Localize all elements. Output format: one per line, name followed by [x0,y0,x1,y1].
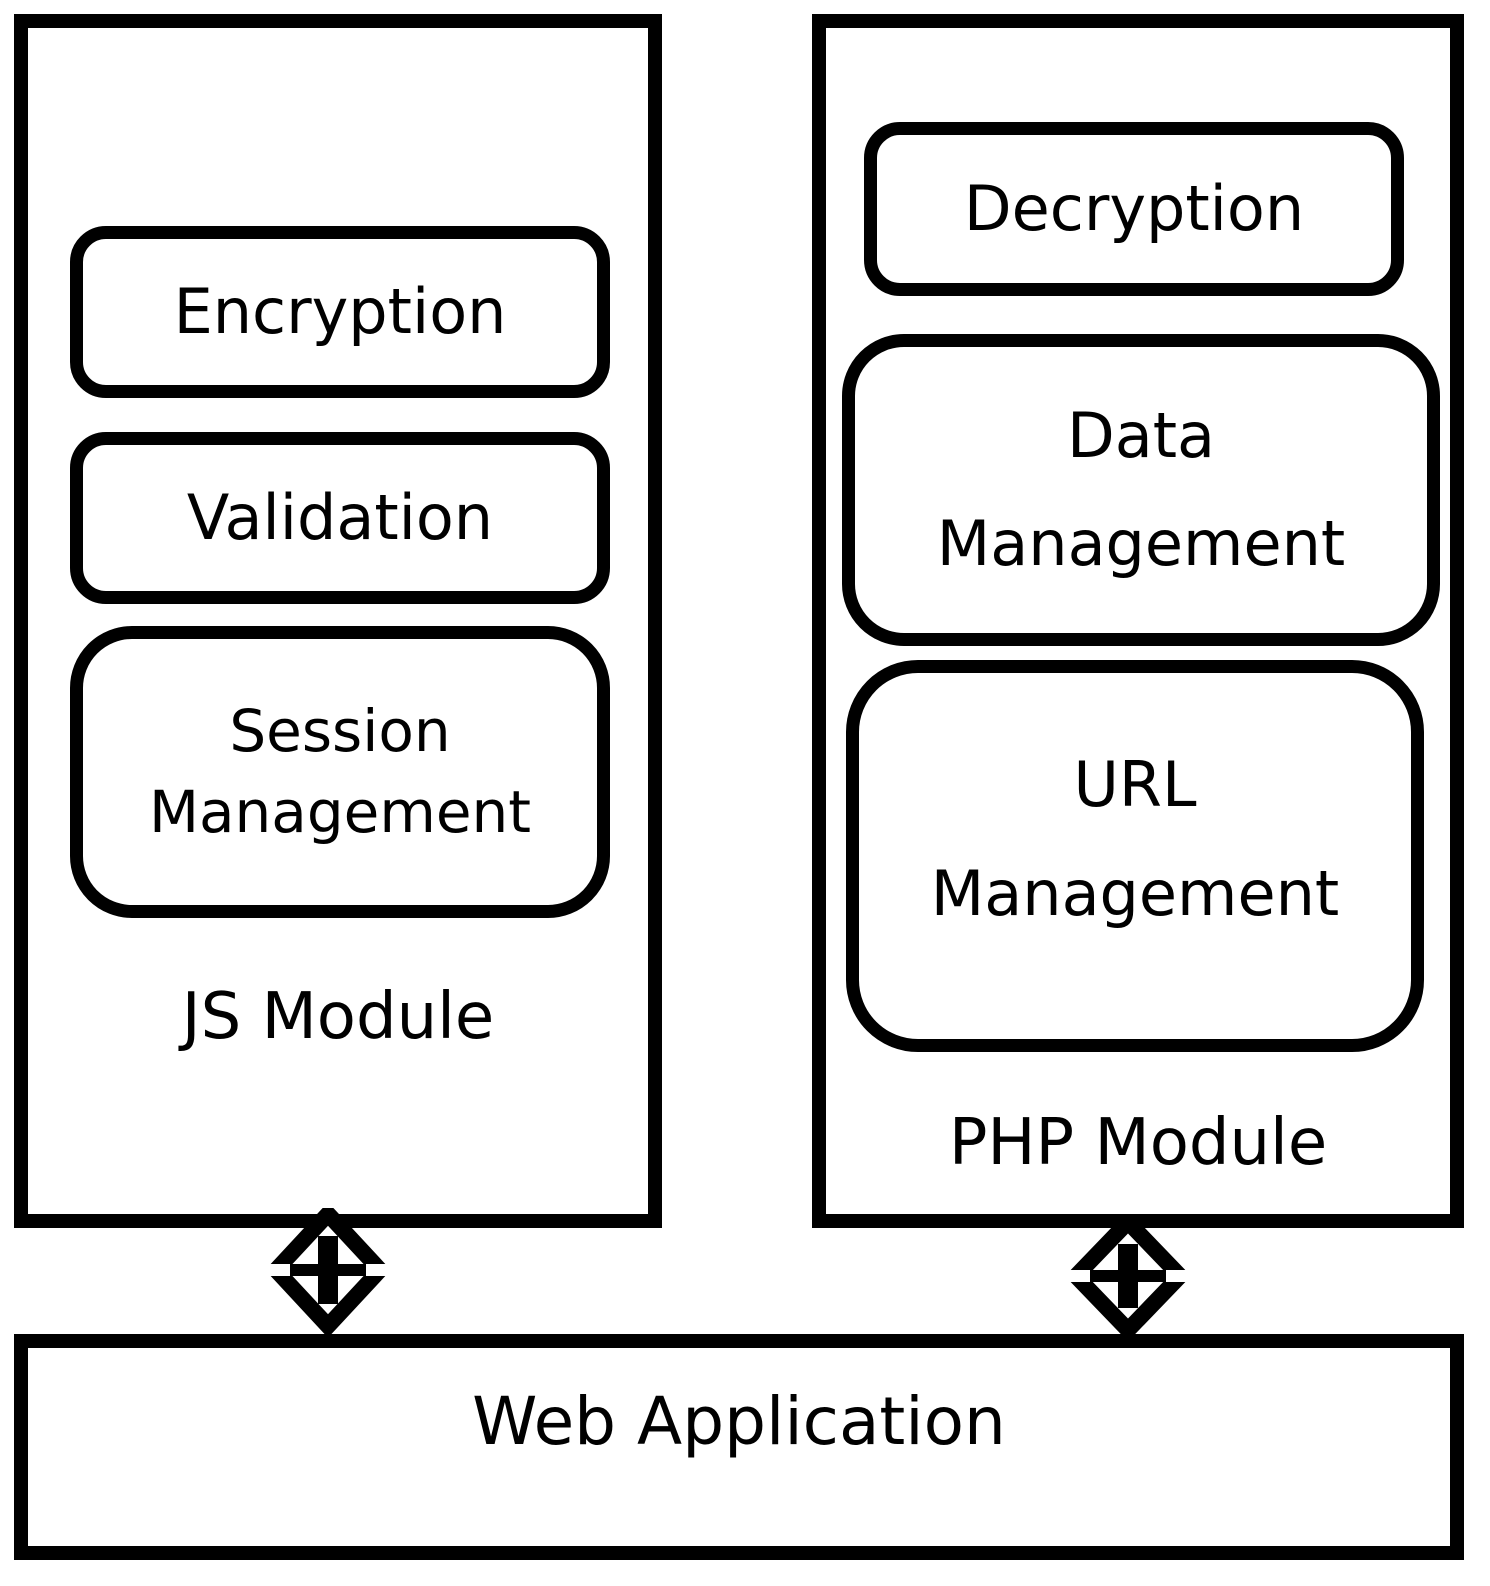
data-label: Data [1066,398,1216,472]
web-application-label: Web Application [472,1382,1006,1460]
web-application-box: Web Application [14,1334,1464,1560]
data-management-box: Data Management [842,334,1440,646]
decryption-box: Decryption [864,122,1404,296]
encryption-label: Encryption [173,275,507,349]
session-label: Session [229,696,451,765]
validation-box: Validation [70,432,610,604]
validation-label: Validation [186,481,494,555]
js-module-box [14,14,662,1228]
url-management-box: URL Management [846,660,1424,1052]
decryption-label: Decryption [963,172,1305,246]
php-module-title: PHP Module [948,1106,1328,1180]
url-management-label: Management [930,856,1340,930]
js-webapp-bidirectional-arrow [268,1208,388,1336]
encryption-box: Encryption [70,226,610,398]
session-management-label: Management [148,778,532,846]
session-management-box: Session Management [70,626,610,918]
data-management-label: Management [936,507,1346,580]
php-webapp-bidirectional-arrow [1068,1216,1188,1340]
url-label: URL [1073,748,1197,821]
js-module-title: JS Module [181,980,495,1054]
